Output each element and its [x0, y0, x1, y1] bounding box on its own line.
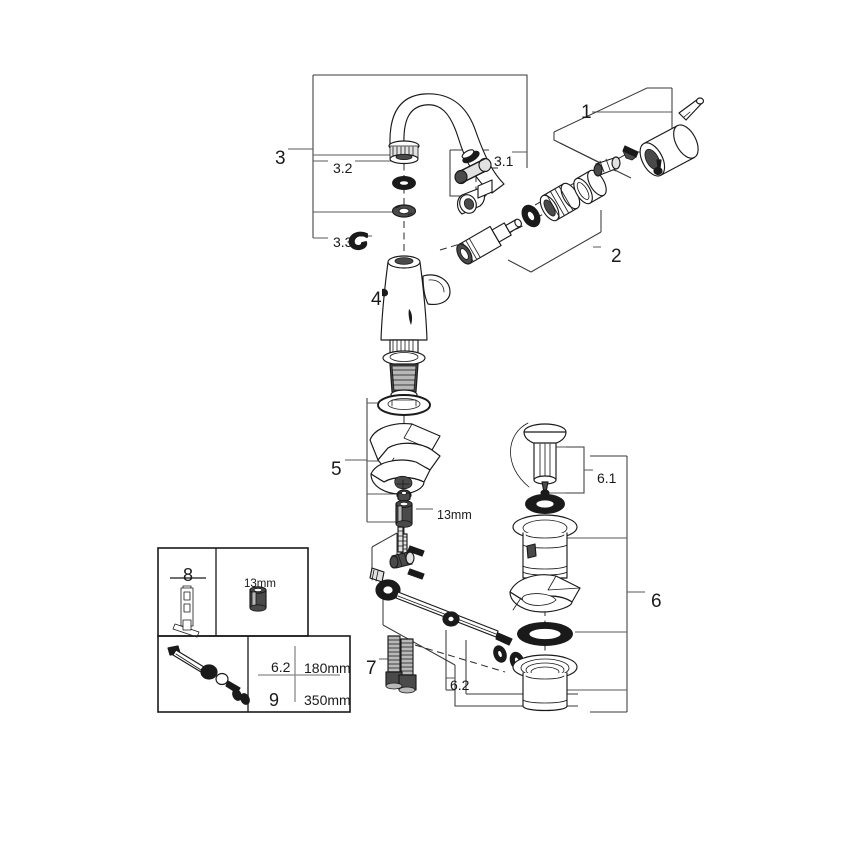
variant-length-2: 350mm	[304, 692, 351, 708]
callout-3-2: 3.2	[333, 160, 353, 176]
part-cartridge	[456, 169, 607, 265]
part-waste-body-upper	[512, 514, 578, 579]
callout-6: 6	[651, 591, 662, 612]
callout-3-3: 3.3	[333, 234, 353, 250]
callout-13mm-socket: 13mm	[437, 508, 472, 522]
bracket-group-6	[560, 455, 645, 713]
tool-13mm-socket	[249, 586, 267, 612]
callout-5: 5	[331, 459, 342, 480]
part-pull-rod	[369, 526, 525, 671]
rod-assembly-illustration	[167, 645, 250, 705]
callout-3-1: 3.1	[494, 153, 514, 169]
part-waste-body-lower	[512, 654, 578, 712]
variant-length-1: 180mm	[304, 660, 351, 676]
part-waste-stopper	[523, 423, 567, 497]
part-handle	[593, 97, 705, 177]
callout-6-1: 6.1	[597, 470, 617, 486]
part-oring-32	[392, 176, 416, 190]
tool-size-cell: 13mm	[244, 578, 276, 590]
part-washer-mid	[391, 204, 417, 218]
callout-3: 3	[275, 148, 286, 169]
part-mounting-kit	[369, 394, 441, 561]
callout-2: 2	[611, 246, 622, 267]
variant-code-1: 6.2	[271, 659, 291, 675]
part-waste-gasket	[509, 574, 581, 613]
tool-number-cell: 8	[183, 565, 194, 585]
part-mixer-body	[380, 255, 451, 401]
tools-table-frame	[157, 547, 309, 637]
bracket-group-3	[288, 74, 528, 239]
part-flex-hoses	[385, 635, 417, 694]
part-aerator	[454, 149, 493, 215]
callout-1: 1	[581, 102, 592, 123]
part-clip-33	[348, 231, 368, 251]
tool-8-illustration	[172, 585, 200, 638]
callout-4: 4	[371, 289, 382, 310]
variant-code-2: 9	[269, 690, 280, 710]
part-waste-oring-large	[517, 622, 573, 646]
callout-7: 7	[366, 658, 377, 679]
callout-6-2: 6.2	[450, 677, 470, 693]
assembly-axis-lines	[403, 135, 591, 700]
part-waste-oring	[525, 494, 565, 514]
